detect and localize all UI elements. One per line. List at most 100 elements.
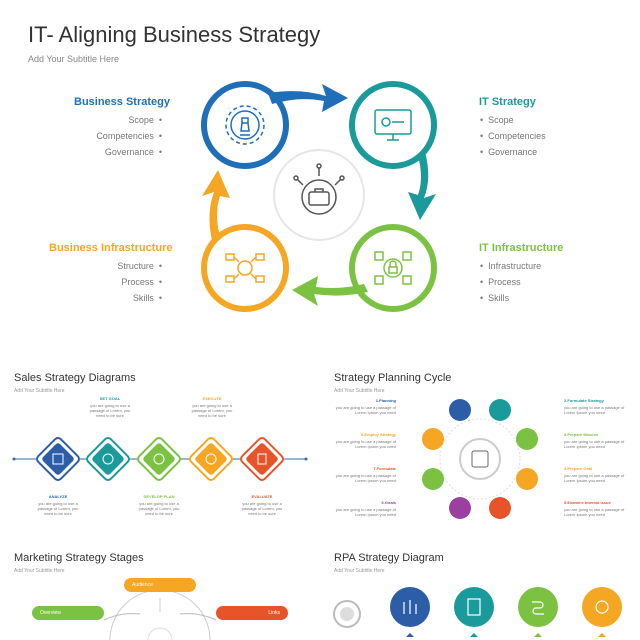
planning-label: 1.Planning	[375, 398, 396, 403]
business-infrastructure-ring	[201, 224, 289, 312]
clipboard-icon	[467, 598, 481, 616]
business-strategy-ring	[201, 81, 289, 169]
employ-strategy-label: 8.Employ Strategy	[361, 432, 396, 437]
list-item: • Process	[480, 277, 521, 287]
rpa-step-node	[454, 587, 494, 627]
monitor-tools-icon	[374, 109, 412, 141]
cycle-diagram	[201, 81, 437, 312]
set-goal-label: SET GOAL	[99, 396, 121, 401]
overview-pill: Overview	[32, 606, 104, 620]
cycle-node	[449, 497, 471, 519]
execute-label: EXECUTE	[202, 396, 222, 401]
body-text: you are going to use a passage of Lorem …	[335, 405, 396, 415]
body-text: you are going to use a passage of Lorem,…	[191, 403, 233, 418]
pointer-icon	[598, 633, 606, 637]
connector-line	[103, 613, 217, 621]
evaluate-label: EVALUATE	[251, 494, 273, 499]
gear-briefcase-icon	[293, 163, 345, 215]
develop-plan-label: DEVELOP PLAN	[143, 494, 175, 499]
pointer-icon	[470, 633, 478, 637]
execute-diamond	[189, 437, 233, 481]
lock-network-icon	[374, 251, 412, 285]
marketing-diagram	[103, 589, 217, 640]
gear-icon	[595, 600, 609, 614]
thumb-subtitle: Add Your Subtitle Here	[14, 388, 65, 394]
pointer-icon	[406, 633, 414, 637]
sales-diagram	[12, 437, 308, 481]
cycle-node	[489, 399, 511, 421]
arrow-up-icon	[202, 170, 230, 240]
network-chip-icon	[225, 253, 265, 283]
rpa-diagram	[333, 587, 622, 637]
cycle-node	[449, 399, 471, 421]
center-circle	[459, 438, 501, 480]
slide-subtitle: Add Your Subtitle Here	[28, 54, 120, 64]
formulate-label: 7.Formulate	[373, 466, 396, 471]
list-item: • Governance	[480, 147, 538, 157]
it-infrastructure-heading: IT Infrastructure	[479, 242, 564, 254]
center-node	[147, 627, 173, 640]
target-icon	[102, 453, 114, 465]
timeline-dot	[304, 457, 308, 461]
list-item: • Competencies	[480, 131, 546, 141]
cycle-node	[422, 428, 444, 450]
list-item: Skills •	[132, 293, 162, 303]
arrow-left-icon	[292, 276, 368, 306]
audience-pill: Audience	[124, 578, 196, 592]
planning-cycle-diagram	[422, 399, 538, 519]
body-text: you are going to use a passage of Lorem …	[564, 405, 625, 415]
start-node-inner	[340, 607, 354, 621]
arrow-down-icon	[408, 152, 436, 220]
thumb-subtitle: Add Your Subtitle Here	[334, 388, 385, 394]
timeline-dot	[12, 457, 16, 461]
body-text: you are going to use a passage of Lorem,…	[241, 501, 283, 516]
formulate-strategy-label: 2.Formulate Strategy	[564, 398, 604, 403]
business-strategy-heading: Business Strategy	[74, 96, 170, 108]
examine-label: 5.Examine Internal Issue	[564, 500, 611, 505]
marketing-strategy-thumb[interactable]: Marketing Strategy Stages Add Your Subti…	[0, 542, 320, 640]
thumb-subtitle: Add Your Subtitle Here	[334, 568, 385, 574]
cycle-ring	[439, 418, 521, 500]
body-text: you are going to use a passage of Lorem,…	[89, 403, 131, 418]
it-strategy-heading: IT Strategy	[479, 96, 536, 108]
it-strategy-list: • Scope • Competencies • Governance	[480, 112, 546, 160]
develop-plan-diamond	[137, 437, 181, 481]
list-item: • Skills	[480, 293, 510, 303]
thumb-title: Marketing Strategy Stages	[14, 552, 144, 564]
main-slide: IT- Aligning Business Strategy Add Your …	[28, 22, 564, 312]
flow-icon	[532, 601, 544, 615]
list-item: Structure •	[117, 261, 162, 271]
body-text: you are going to use a passage of Lorem,…	[138, 501, 180, 516]
links-pill: Links	[216, 606, 288, 620]
rpa-strategy-thumb[interactable]: RPA Strategy Diagram Add Your Subtitle H…	[320, 542, 640, 640]
clipboard-icon	[257, 453, 267, 465]
prepare-mission-label: 3.Prepare Mission	[564, 432, 599, 437]
evaluate-diamond	[240, 437, 284, 481]
business-strategy-list: Scope • Competencies • Governance •	[96, 112, 162, 160]
list-item: • Scope	[480, 115, 514, 125]
bars-icon	[403, 600, 417, 614]
business-infrastructure-heading: Business Infrastructure	[49, 242, 173, 254]
analyze-diamond	[36, 437, 80, 481]
it-infrastructure-list: • Infrastructure • Process • Skills	[480, 258, 541, 306]
sales-strategy-thumb[interactable]: Sales Strategy Diagrams Add Your Subtitl…	[0, 362, 320, 542]
slide-title: IT- Aligning Business Strategy	[28, 22, 321, 47]
body-text: you are going to use a passage of Lorem …	[335, 507, 396, 517]
strategy-planning-thumb[interactable]: Strategy Planning Cycle Add Your Subtitl…	[320, 362, 640, 542]
list-item: Competencies •	[96, 131, 162, 141]
body-text: you are going to use a passage of Lorem …	[335, 439, 396, 449]
rpa-step-node	[582, 587, 622, 627]
list-item: Process •	[121, 277, 162, 287]
thumb-title: RPA Strategy Diagram	[334, 552, 444, 564]
pointer-icon	[534, 633, 542, 637]
body-text: you are going to use a passage of Lorem …	[335, 473, 396, 483]
rpa-step-node	[518, 587, 558, 627]
cycle-node	[516, 468, 538, 490]
list-item: Governance •	[104, 147, 162, 157]
thumb-title: Strategy Planning Cycle	[334, 372, 452, 384]
body-text: you are going to use a passage of Lorem …	[564, 507, 625, 517]
body-text: you are going to use a passage of Lorem,…	[37, 501, 79, 516]
it-infrastructure-ring	[349, 224, 437, 312]
analyze-label: ANALYZE	[48, 494, 68, 499]
prepare-goal-label: 4.Prepare Goal	[564, 466, 593, 471]
